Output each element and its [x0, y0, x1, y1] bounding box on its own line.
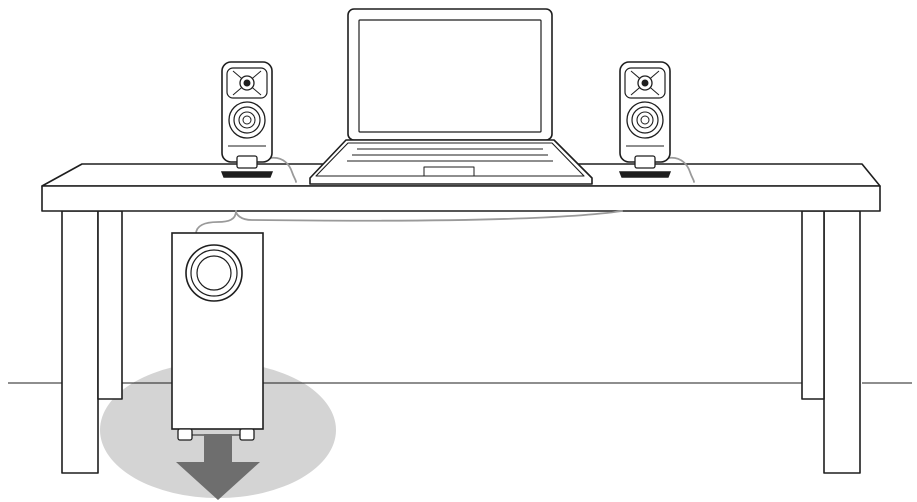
desk-leg-right [801, 210, 861, 474]
laptop-icon [309, 8, 593, 185]
speaker-cables [195, 156, 695, 235]
floor-highlight-zone [100, 362, 336, 498]
desktop-speaker-right [618, 61, 672, 178]
desk-top-front [41, 185, 881, 212]
down-arrow-icon [176, 434, 260, 500]
desktop-speaker-left [220, 61, 274, 178]
subwoofer-icon [171, 232, 264, 441]
